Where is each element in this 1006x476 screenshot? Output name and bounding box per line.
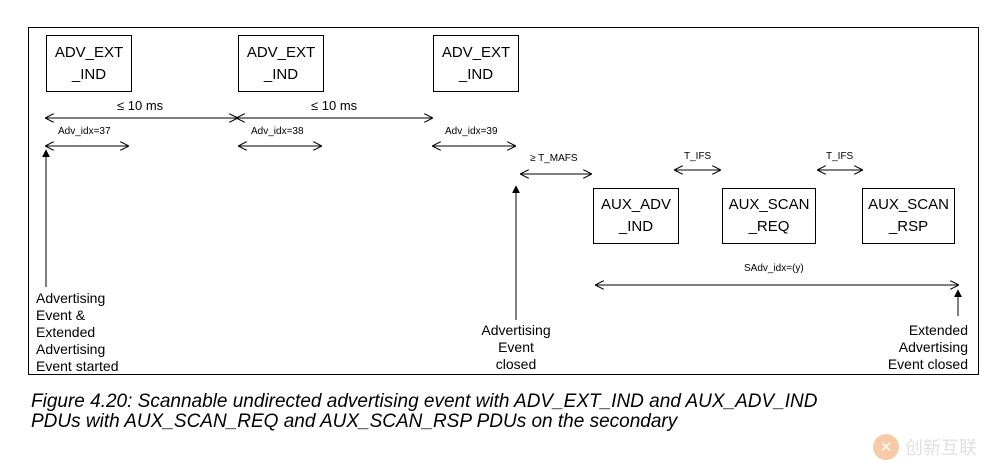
caption-line: PDUs with AUX_SCAN_REQ and AUX_SCAN_RSP … (31, 411, 678, 432)
pdu-aux-scan-rsp: AUX_SCAN _RSP (862, 188, 955, 244)
figure-caption: Figure 4.20: Scannable undirected advert… (31, 392, 981, 432)
note-line: Extended (36, 324, 96, 340)
pdu-line1: AUX_SCAN (868, 196, 949, 213)
watermark-logo-icon: ✕ (873, 434, 899, 460)
pdu-line2: _RSP (888, 218, 929, 235)
pdu-aux-scan-req: AUX_SCAN _REQ (722, 188, 816, 244)
t-ifs-label: T_IFS (826, 151, 854, 162)
caption-line: Figure 4.20: Scannable undirected advert… (31, 391, 818, 412)
pdu-line2: _IND (71, 65, 107, 83)
diagram-frame (28, 27, 979, 375)
t-mafs-label: ≥ T_MAFS (530, 153, 578, 164)
sadv-idx-label: SAdv_idx=(y) (744, 263, 804, 274)
interval-label: ≤ 10 ms (117, 98, 164, 113)
interval-label: ≤ 10 ms (311, 98, 358, 113)
note-line: Advertising (481, 322, 551, 338)
adv-idx-label: Adv_idx=39 (445, 126, 498, 137)
note-extended-closed: Extended Advertising Event closed (856, 322, 968, 373)
pdu-adv-ext-ind-3: ADV_EXT _IND (433, 35, 519, 92)
pdu-line2: _IND (458, 65, 494, 83)
note-line: Advertising (898, 339, 968, 355)
adv-idx-label: Adv_idx=38 (251, 126, 304, 137)
watermark: ✕ 创新互联 (873, 432, 999, 462)
pdu-adv-ext-ind-2: ADV_EXT _IND (238, 35, 324, 92)
pdu-line1: ADV_EXT (246, 43, 316, 61)
pdu-line1: ADV_EXT (441, 43, 511, 61)
pdu-line2: _REQ (748, 218, 790, 235)
note-line: Advertising (36, 341, 106, 357)
note-line: Event (498, 339, 534, 355)
pdu-aux-adv-ind: AUX_ADV _IND (593, 188, 679, 244)
pdu-line2: _IND (263, 65, 299, 83)
note-line: closed (495, 356, 537, 372)
note-line: Advertising (36, 290, 106, 306)
watermark-text: 创新互联 (905, 438, 977, 459)
note-line: Event & (36, 307, 86, 323)
t-ifs-label: T_IFS (684, 151, 712, 162)
adv-idx-label: Adv_idx=37 (58, 126, 111, 137)
pdu-adv-ext-ind-1: ADV_EXT _IND (46, 35, 132, 92)
note-line: Event closed (887, 356, 968, 372)
pdu-line1: AUX_ADV (600, 196, 672, 213)
note-event-started: Advertising Event & Extended Advertising… (36, 290, 119, 375)
note-event-closed: Advertising Event closed (466, 322, 566, 373)
pdu-line1: AUX_SCAN (728, 196, 810, 213)
pdu-line1: ADV_EXT (54, 43, 124, 61)
note-line: Event started (36, 358, 119, 374)
note-line: Extended (908, 322, 968, 338)
pdu-line2: _IND (618, 218, 654, 235)
